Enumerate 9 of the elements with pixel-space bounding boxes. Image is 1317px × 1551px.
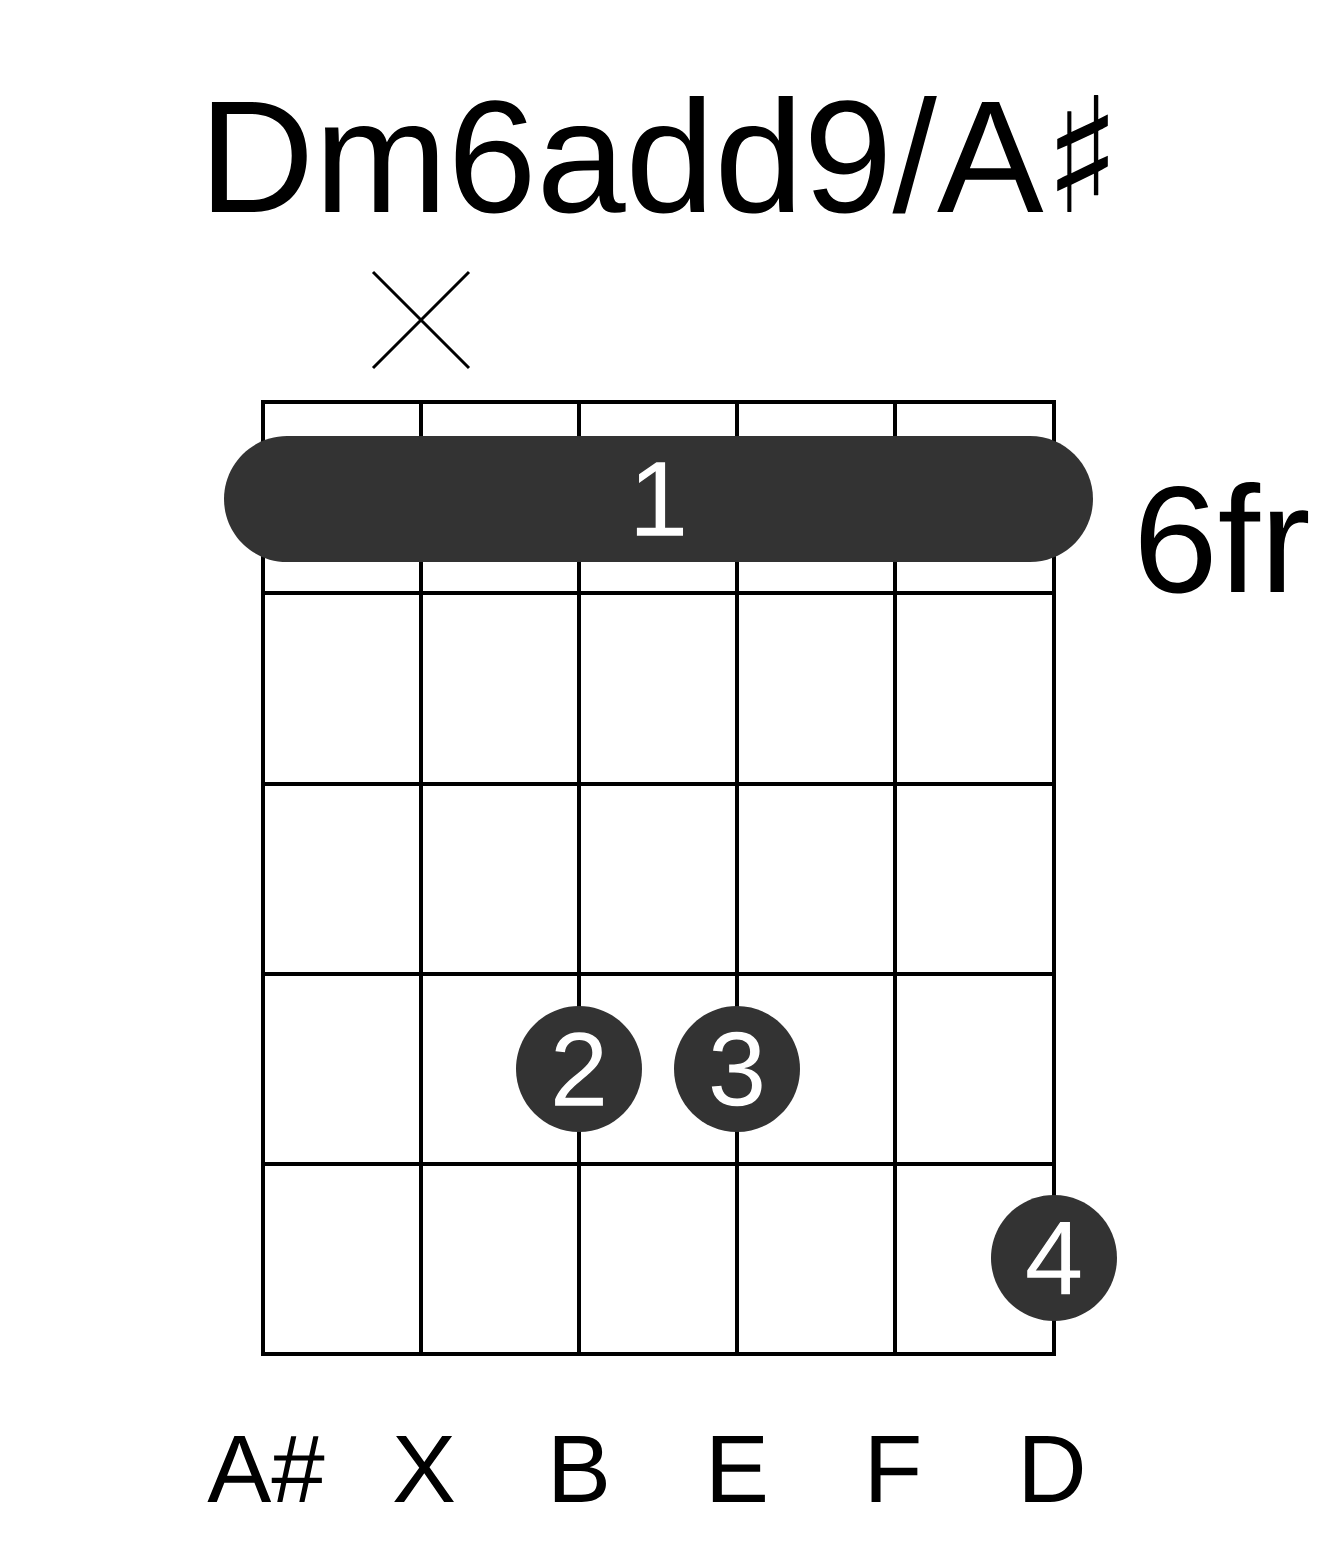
barre-bar: 1 (224, 436, 1093, 562)
string-note-label: D (1025, 1435, 1083, 1502)
string-note-label: X (394, 1435, 454, 1502)
string-note-label: F (871, 1435, 919, 1502)
fret-number: 6fr (1140, 482, 1309, 594)
string-note-label: A# (207, 1435, 325, 1502)
string-note-label: B (554, 1435, 606, 1502)
string-note-label: E (712, 1435, 765, 1502)
chord-title: Dm6add9/A♯ (211, 95, 1108, 214)
